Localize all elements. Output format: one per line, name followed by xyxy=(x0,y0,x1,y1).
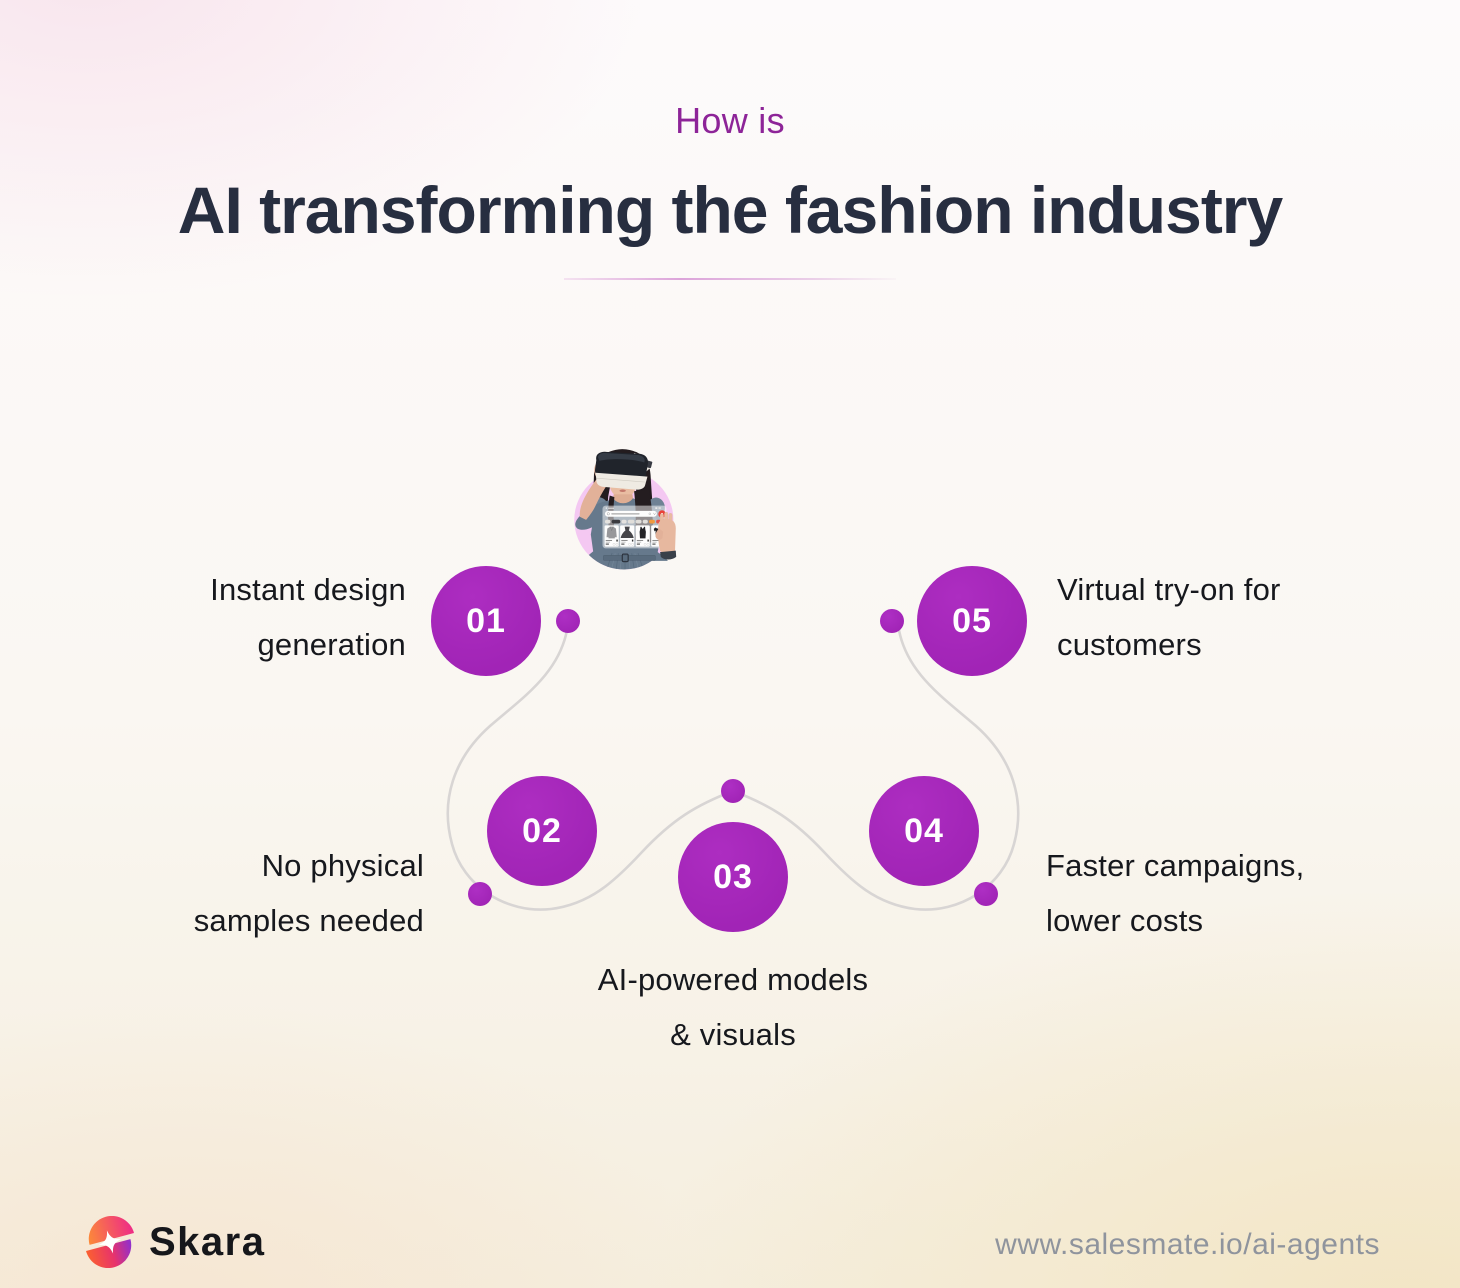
connector-dot xyxy=(880,609,904,633)
brand-name: Skara xyxy=(149,1219,266,1264)
title-divider xyxy=(564,278,896,280)
label-line: No physical xyxy=(261,848,424,883)
label-line: AI-powered models xyxy=(597,962,869,997)
connector-dot xyxy=(721,779,745,803)
step-number: 04 xyxy=(904,811,944,850)
label-line: generation xyxy=(257,627,406,662)
label-line: customers xyxy=(1057,627,1202,662)
step-label-04: Faster campaigns, lower costs xyxy=(1046,838,1406,948)
connector-dot xyxy=(468,882,492,906)
search-icon xyxy=(606,512,610,516)
product-card-3 xyxy=(635,525,650,547)
heart-icon xyxy=(653,512,656,516)
product-card-1 xyxy=(604,525,619,547)
woman-figure xyxy=(575,449,675,570)
sheath-dress-image xyxy=(639,526,646,539)
belt-buckle xyxy=(621,553,629,563)
connector-dot xyxy=(974,882,998,906)
step-label-03: AI-powered models & visuals xyxy=(533,952,933,1062)
skara-logo-icon xyxy=(86,1216,134,1268)
label-line: Faster campaigns, xyxy=(1046,848,1305,883)
step-number: 02 xyxy=(522,811,562,850)
product-card-2 xyxy=(620,525,635,547)
blazer-image xyxy=(606,526,617,539)
label-line: lower costs xyxy=(1046,903,1204,938)
step-label-02: No physical samples needed xyxy=(124,838,424,948)
step-circle-02: 02 xyxy=(487,776,597,886)
label-line: samples needed xyxy=(193,903,424,938)
step-label-01: Instant design generation xyxy=(106,562,406,672)
vr-woman-svg xyxy=(574,449,677,570)
step-circle-01: 01 xyxy=(431,566,541,676)
footer-url: www.salesmate.io/ai-agents xyxy=(995,1228,1380,1261)
page-title: AI transforming the fashion industry xyxy=(177,173,1283,247)
belt xyxy=(603,555,656,561)
skater-dress-image xyxy=(620,526,634,539)
skara-logo: Skara xyxy=(84,1216,265,1268)
step-number: 01 xyxy=(466,601,506,640)
step-circle-05: 05 xyxy=(917,566,1027,676)
vr-headset xyxy=(594,451,653,490)
ar-shopping-panel xyxy=(602,505,667,549)
camera-icon xyxy=(648,512,651,515)
panel-grid-icon xyxy=(658,507,661,510)
label-line: & visuals xyxy=(670,1017,796,1052)
step-label-05: Virtual try-on for customers xyxy=(1057,562,1397,672)
label-line: Instant design xyxy=(210,572,406,607)
kicker-text: How is xyxy=(675,100,785,141)
step-circle-03: 03 xyxy=(678,822,788,932)
left-sleeve xyxy=(575,500,609,530)
panel-window-icon xyxy=(655,507,658,509)
step-number: 05 xyxy=(952,601,992,640)
label-line: Virtual try-on for xyxy=(1057,572,1281,607)
sleeve-cuff xyxy=(660,550,677,560)
search-bar xyxy=(604,510,657,517)
connector-dot xyxy=(556,609,580,633)
sparkle-star-icon xyxy=(98,1230,122,1254)
step-circle-04: 04 xyxy=(869,776,979,886)
right-hand xyxy=(655,511,677,560)
vr-woman-illustration xyxy=(555,420,915,765)
step-number: 03 xyxy=(713,857,753,896)
lips xyxy=(619,489,626,493)
